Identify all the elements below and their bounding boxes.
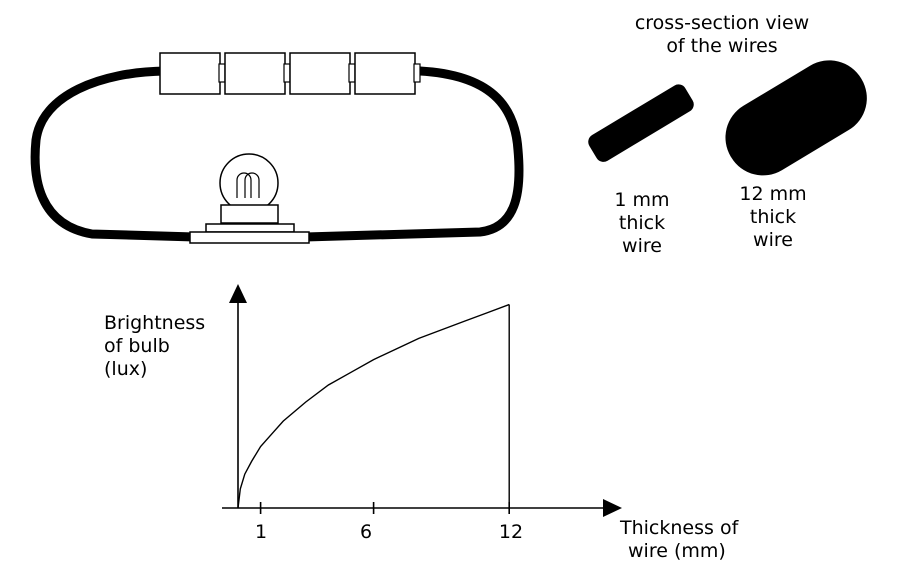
y-axis-label: Brightness of bulb (lux) bbox=[104, 312, 205, 381]
bulb-filament bbox=[236, 172, 252, 198]
battery-terminal bbox=[413, 63, 421, 83]
x-tick-label-12: 12 bbox=[498, 521, 524, 543]
circuit-wire bbox=[30, 66, 524, 242]
light-bulb bbox=[189, 153, 310, 244]
thick-wire-label: 12 mm thick wire bbox=[718, 183, 828, 252]
y-axis-label-line1: Brightness bbox=[104, 312, 206, 334]
cross-section-title-line2: of the wires bbox=[666, 35, 778, 57]
y-axis-label-line2: of bulb bbox=[104, 335, 170, 357]
thin-wire-label-line1: 1 mm bbox=[614, 189, 670, 211]
brightness-curve bbox=[237, 303, 510, 509]
x-axis-label: Thickness of wire (mm) bbox=[620, 517, 738, 563]
y-axis-label-line3: (lux) bbox=[104, 358, 148, 380]
thin-wire-cross-section bbox=[588, 84, 694, 162]
battery-cell bbox=[224, 52, 286, 95]
bulb-socket bbox=[220, 204, 279, 224]
bulb-holder bbox=[189, 231, 310, 244]
thin-wire-label-line2: thick bbox=[618, 212, 666, 234]
cross-section-title: cross-section view of the wires bbox=[622, 12, 822, 58]
thick-wire-label-line3: wire bbox=[753, 229, 793, 251]
x-tick-label-1: 1 bbox=[254, 521, 268, 543]
x-tick-label-6: 6 bbox=[359, 521, 373, 543]
thin-wire-label: 1 mm thick wire bbox=[592, 189, 692, 258]
battery-cell bbox=[354, 52, 416, 95]
x-axis-arrow bbox=[603, 499, 622, 517]
thick-wire-cross-section bbox=[725, 60, 867, 176]
x-axis-label-line1: Thickness of bbox=[620, 517, 739, 539]
y-axis-arrow bbox=[229, 284, 247, 303]
thick-wire-label-line1: 12 mm bbox=[739, 183, 807, 205]
bulb-filament bbox=[244, 172, 260, 198]
battery-pack bbox=[159, 52, 421, 95]
thick-wire-label-line2: thick bbox=[749, 206, 797, 228]
cross-section-title-line1: cross-section view bbox=[634, 12, 810, 34]
thin-wire-label-line3: wire bbox=[622, 235, 662, 257]
x-axis-label-line2: wire (mm) bbox=[628, 540, 726, 562]
